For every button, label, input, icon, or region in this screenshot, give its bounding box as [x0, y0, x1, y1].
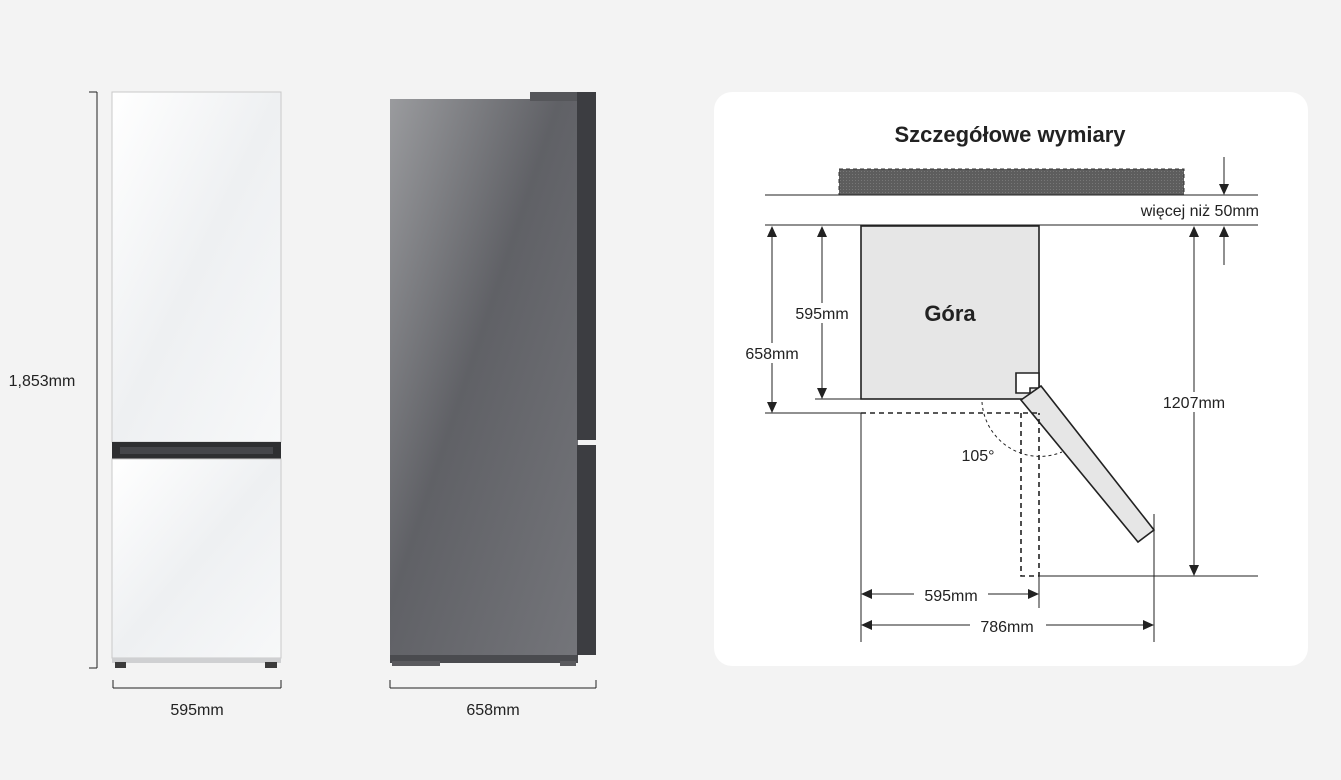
clearance-label: więcej niż 50mm [1140, 203, 1259, 220]
front-handle-recess [120, 447, 273, 454]
top-label: Góra [924, 301, 976, 326]
open-width-label: 786mm [980, 619, 1033, 636]
width-label-bg [914, 586, 988, 604]
depth-body-arrowhead-top [817, 226, 827, 237]
front-view: 1,853mm 595mm [9, 91, 282, 719]
door-swing-dashed [1020, 413, 1040, 577]
width-arrowhead-right [1028, 589, 1039, 599]
front-upper-door [111, 91, 282, 443]
fridge-top-outline [860, 225, 1040, 400]
side-foot-rear [392, 661, 440, 666]
front-width-label: 595mm [170, 702, 223, 719]
width-label: 595mm [924, 588, 977, 605]
side-view: 658mm [389, 92, 597, 719]
angle-label: 105° [961, 448, 994, 465]
side-lower-door-edge [577, 445, 596, 655]
side-body [390, 99, 578, 661]
front-foot-right [265, 662, 277, 668]
front-foot-left [115, 662, 126, 668]
detail-panel: Szczegółowe wymiary więcej niż 50mm Góra… [714, 92, 1308, 666]
front-base-plate [112, 658, 281, 663]
width-arrowhead-left [861, 589, 872, 599]
side-base [390, 655, 578, 663]
clearance-arrowhead-top [1219, 184, 1229, 195]
side-upper-door-edge [577, 92, 596, 440]
depth-total-arrowhead-top [767, 226, 777, 237]
clearance-arrowhead-bottom [1219, 226, 1229, 237]
hinge-icon [1015, 372, 1040, 394]
side-depth-label: 658mm [466, 702, 519, 719]
depth-body-arrowhead-bottom [817, 388, 827, 399]
wall-block [839, 169, 1184, 195]
open-width-arrowhead-right [1143, 620, 1154, 630]
open-width-arrowhead-left [861, 620, 872, 630]
open-depth-arrowhead-bottom [1189, 565, 1199, 576]
angle-arc [981, 401, 1063, 457]
front-height-label: 1,853mm [9, 373, 76, 390]
wall-outline [838, 168, 1185, 196]
depth-body-label-bg [788, 303, 856, 323]
depth-total-arrowhead-bottom [767, 402, 777, 413]
depth-body-label: 595mm [795, 306, 848, 323]
side-foot-front [560, 661, 576, 666]
front-lower-door [111, 458, 282, 659]
open-depth-label: 1207mm [1163, 395, 1225, 412]
side-top-hinge [530, 92, 578, 101]
open-width-label-bg [970, 617, 1046, 635]
open-depth-arrowhead-top [1189, 226, 1199, 237]
detail-title: Szczegółowe wymiary [894, 122, 1126, 147]
open-depth-label-bg [1156, 392, 1232, 412]
depth-total-label-bg [737, 343, 807, 363]
depth-total-label: 658mm [745, 346, 798, 363]
